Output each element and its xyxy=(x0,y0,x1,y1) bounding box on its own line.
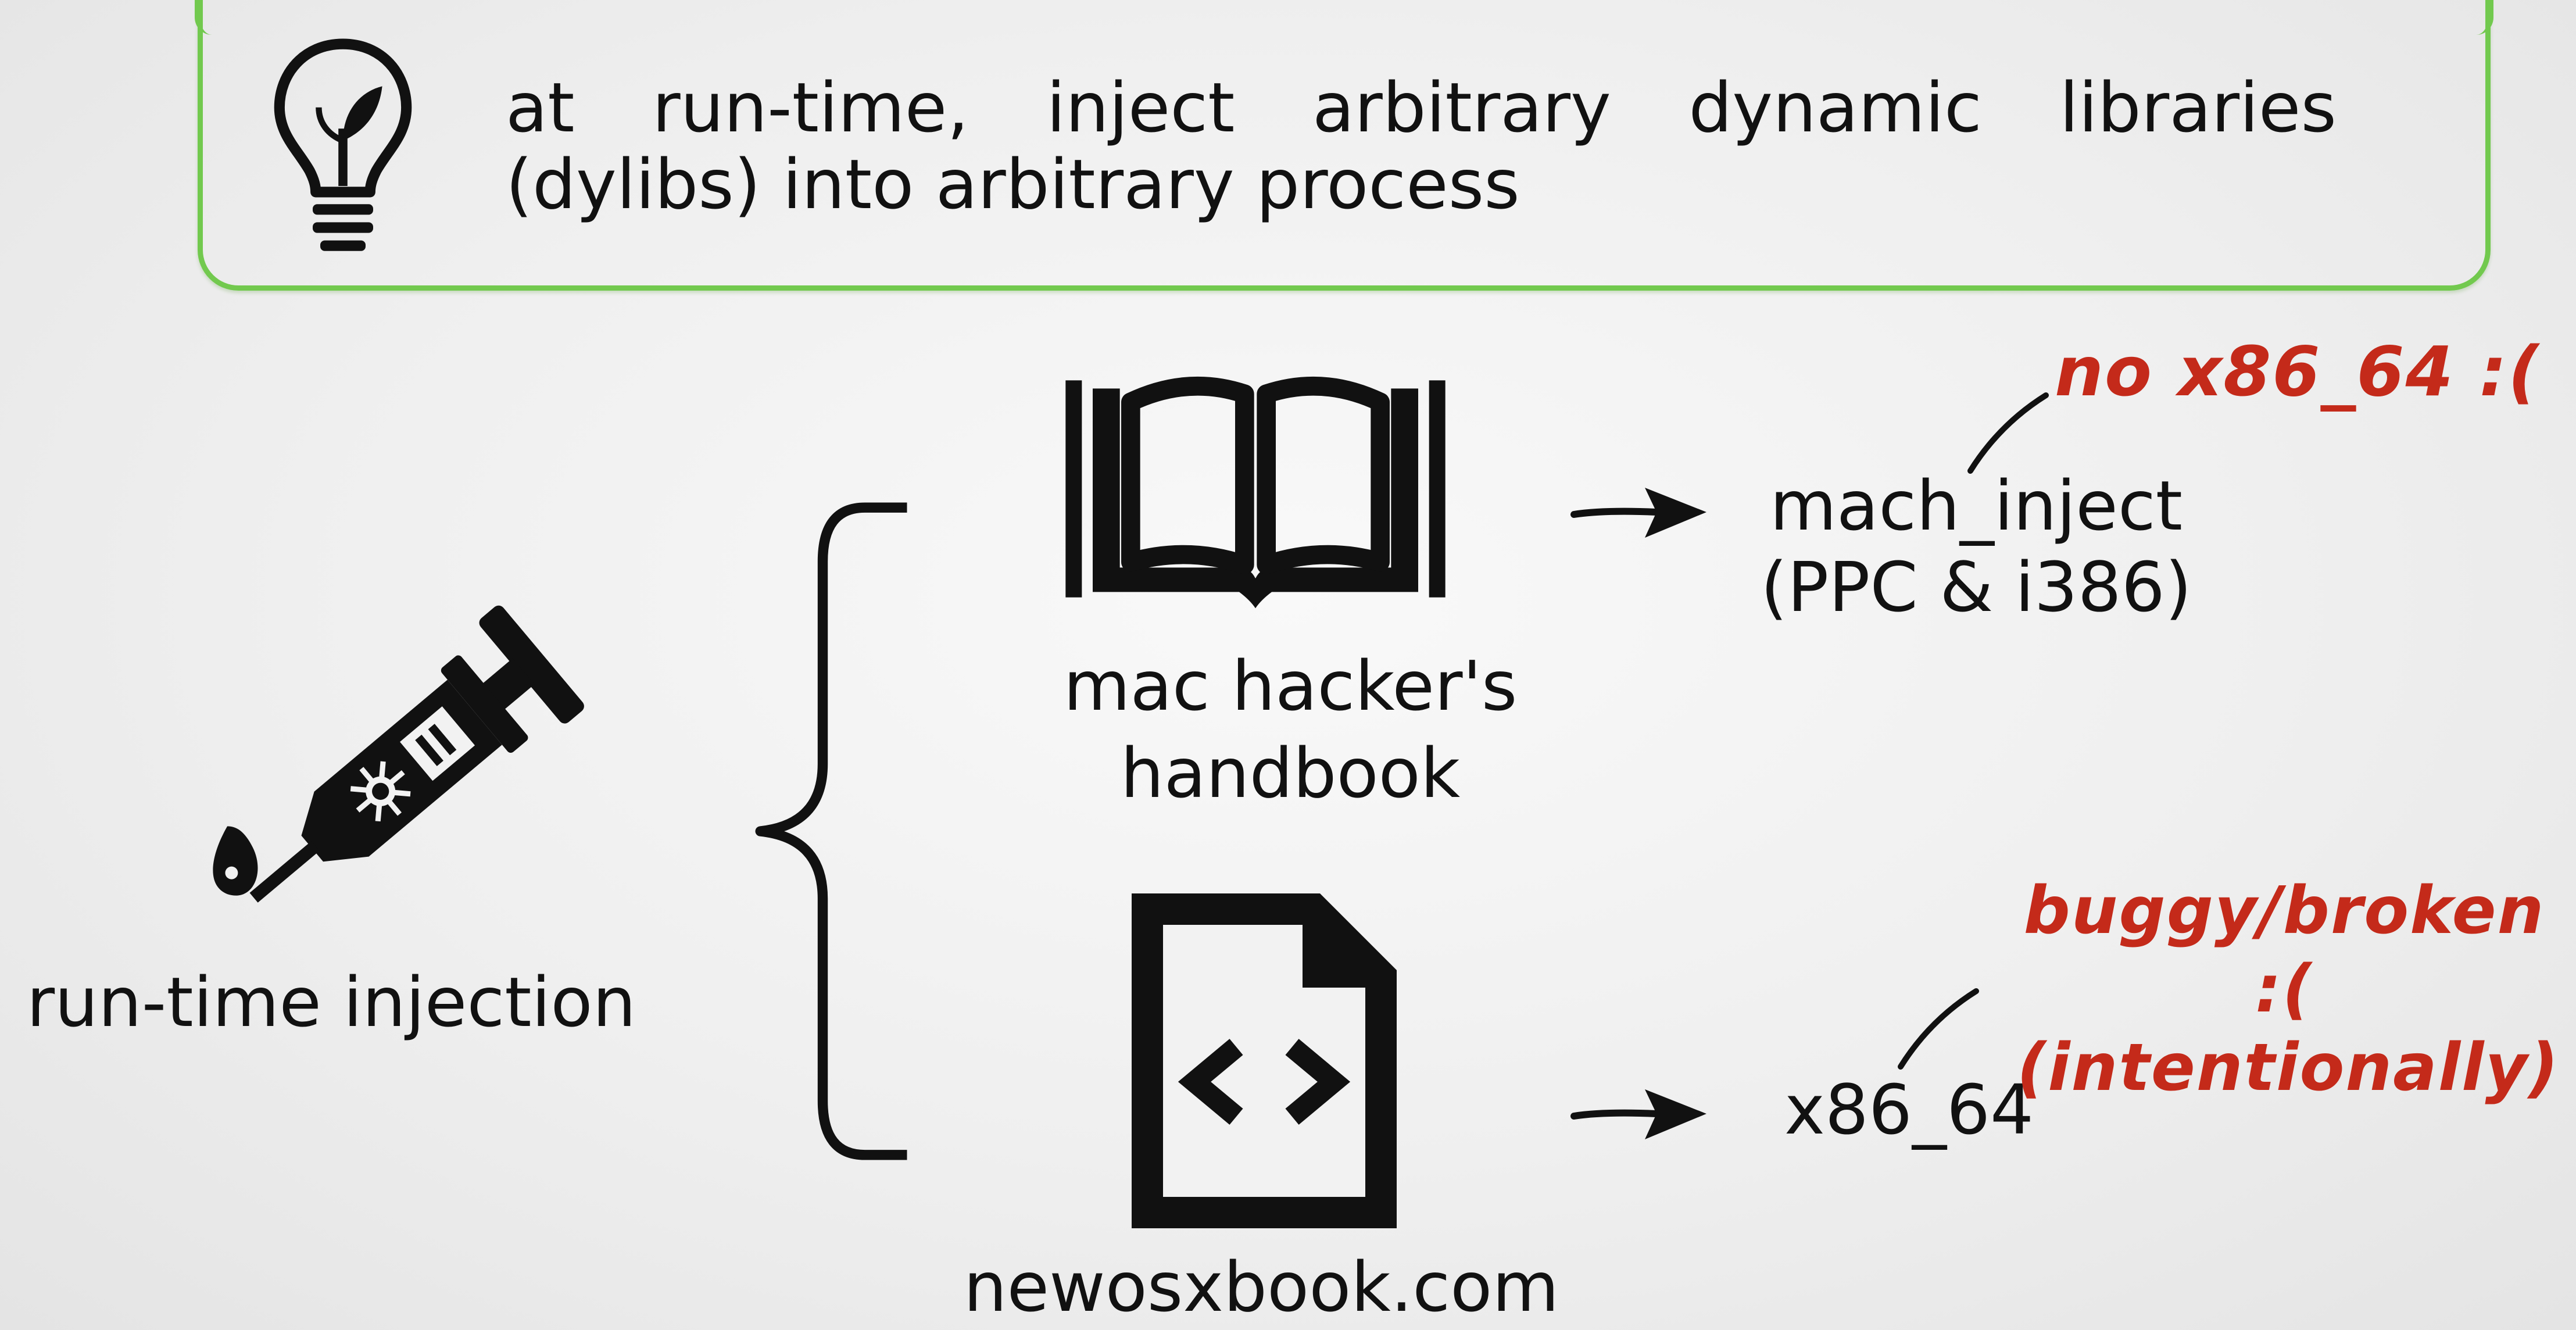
lightbulb-icon xyxy=(274,38,412,251)
handbook-label-line-1: mac hacker's xyxy=(1063,646,1518,726)
annotation-stroke xyxy=(1967,392,2049,474)
callout-text-line-2: (dylibs) into arbitrary process xyxy=(506,144,1520,224)
newosxbook-label: newosxbook.com xyxy=(963,1247,1559,1327)
annotation-stroke xyxy=(1898,988,1979,1070)
mach-inject-line-2: (PPC & i386) xyxy=(1761,547,2192,627)
mach-inject-label: mach_inject (PPC & i386) xyxy=(1715,465,2238,628)
no-x86-64-note: no x86_64 :( xyxy=(2055,331,2541,412)
arrow-right-icon xyxy=(1570,488,1706,538)
callout-box xyxy=(195,0,2493,291)
mach-inject-line-1: mach_inject xyxy=(1769,466,2183,546)
handbook-label-line-2: handbook xyxy=(1120,733,1461,813)
arrow-right-icon xyxy=(1570,1089,1706,1139)
handbook-label: mac hacker's handbook xyxy=(988,642,1593,817)
run-time-injection-label: run-time injection xyxy=(26,962,636,1042)
curly-brace xyxy=(755,502,907,1160)
buggy-broken-line-1: buggy/broken :( xyxy=(2023,873,2545,1027)
code-file-icon xyxy=(1132,893,1397,1228)
buggy-broken-note: buggy/broken :( (intentionally) xyxy=(2017,872,2560,1107)
x86-64-label: x86_64 xyxy=(1784,1070,2034,1150)
buggy-broken-line-2: (intentionally) xyxy=(2017,1030,2560,1106)
book-icon xyxy=(1065,376,1446,609)
syringe-icon xyxy=(213,605,584,903)
callout-text-line-1: at run-time, inject arbitrary dynamic li… xyxy=(506,67,2337,148)
